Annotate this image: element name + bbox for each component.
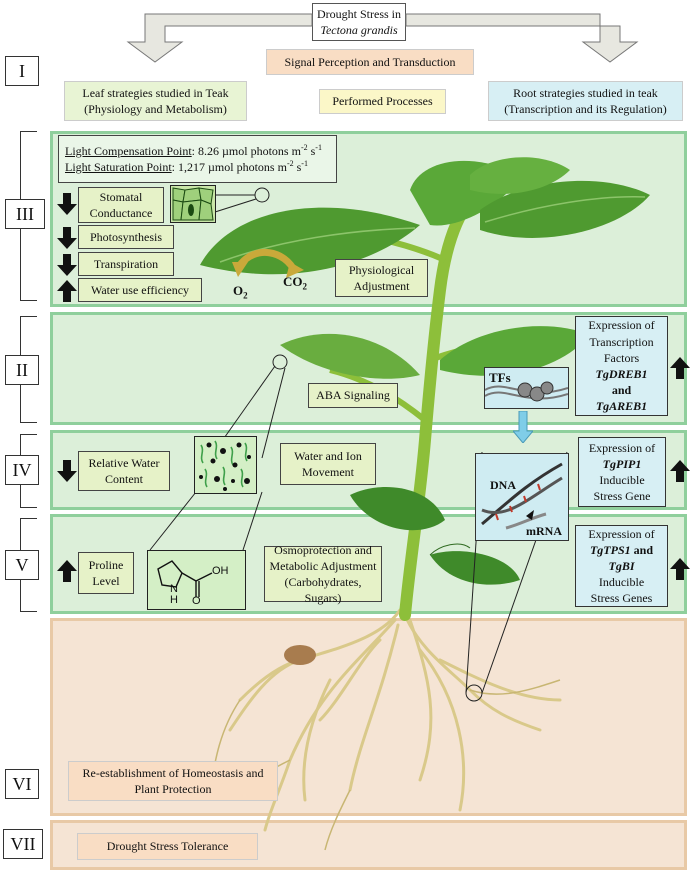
roman-IV: IV: [5, 455, 39, 485]
dna-mrna-icon: DNA mRNA: [475, 453, 569, 541]
roman-VI: VI: [5, 769, 39, 799]
light-points-box: Light Compensation Point: 8.26 µmol phot…: [58, 135, 337, 183]
drought-tolerance-box: Drought Stress Tolerance: [77, 833, 258, 860]
down-arrow-icon: [57, 193, 77, 215]
signal-perception-box: Signal Perception and Transduction: [266, 49, 474, 75]
mrna-label: mRNA: [526, 524, 562, 538]
transpiration-box: Transpiration: [78, 252, 174, 276]
tfs-binding-icon: TFs: [484, 367, 569, 409]
o-label: O: [192, 595, 201, 607]
co2-label: CO2: [283, 274, 307, 292]
up-arrow-icon: [57, 560, 77, 582]
proline-structure-icon: OH N H O: [147, 550, 246, 610]
aba-signaling-box: ABA Signaling: [308, 383, 398, 408]
down-arrow-icon: [57, 460, 77, 482]
photosynthesis-box: Photosynthesis: [78, 225, 174, 249]
root-strategies-box: Root strategies studied in teak(Transcri…: [488, 81, 683, 121]
performed-processes-box: Performed Processes: [319, 89, 446, 114]
dna-label: DNA: [490, 478, 516, 492]
roman-VII: VII: [3, 829, 43, 859]
n-label: N: [170, 583, 178, 595]
roman-III: III: [5, 199, 45, 229]
o2-label: O2: [233, 283, 248, 301]
down-arrow-icon: [57, 254, 77, 276]
leaf-strategies-box: Leaf strategies studied in Teak(Physiolo…: [64, 81, 247, 121]
up-arrow-icon: [57, 280, 77, 302]
tfs-label: TFs: [489, 370, 511, 385]
blue-down-arrow-icon: [513, 411, 533, 443]
up-arrow-icon: [670, 460, 690, 482]
roman-I: I: [5, 56, 39, 86]
stomata-zoom-icon: [170, 185, 216, 223]
water-use-efficiency-box: Water use efficiency: [78, 278, 202, 302]
roman-V: V: [5, 550, 39, 580]
down-arrow-icon: [57, 227, 77, 249]
band-section-vii: [50, 820, 687, 870]
up-arrow-icon: [670, 357, 690, 379]
roman-II: II: [5, 355, 39, 385]
oh-label: OH: [212, 565, 229, 577]
water-ions-zoom-icon: [194, 436, 257, 494]
up-arrow-icon: [670, 558, 690, 580]
h-label: H: [170, 594, 178, 606]
